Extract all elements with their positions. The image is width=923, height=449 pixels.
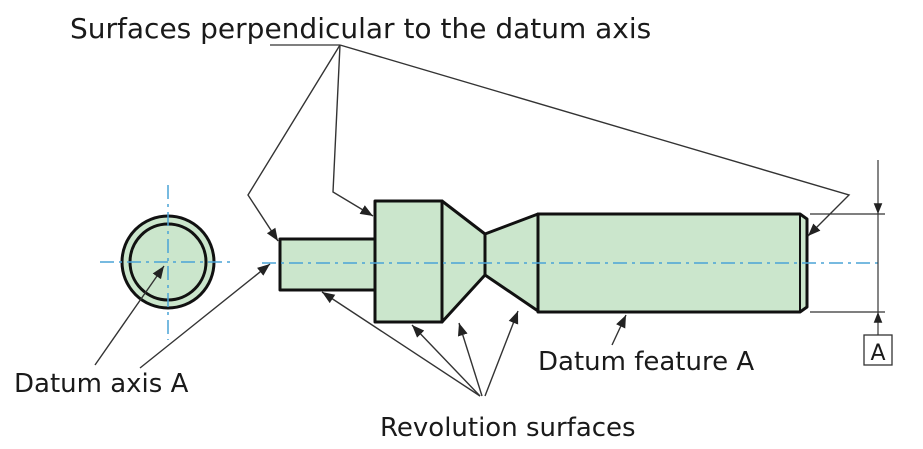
datum-axis-label: Datum axis A: [14, 369, 189, 399]
datum-feature-box: [863, 334, 893, 366]
end-view: [100, 185, 230, 340]
datum-feature-leader: [611, 314, 627, 346]
datum-axis-leaders: [94, 263, 271, 369]
perpendicular-surfaces-label: Surfaces perpendicular to the datum axis: [70, 12, 651, 45]
revolution-surfaces-label: Revolution surfaces: [380, 413, 636, 443]
datum-feature-label: Datum feature A: [538, 347, 754, 377]
perpendicular-leaders: [247, 44, 851, 242]
shaft-side-view: [262, 199, 880, 324]
datum-letter: A: [870, 341, 885, 366]
datum-dimension: A: [810, 160, 893, 366]
revolution-leaders: [321, 291, 519, 397]
